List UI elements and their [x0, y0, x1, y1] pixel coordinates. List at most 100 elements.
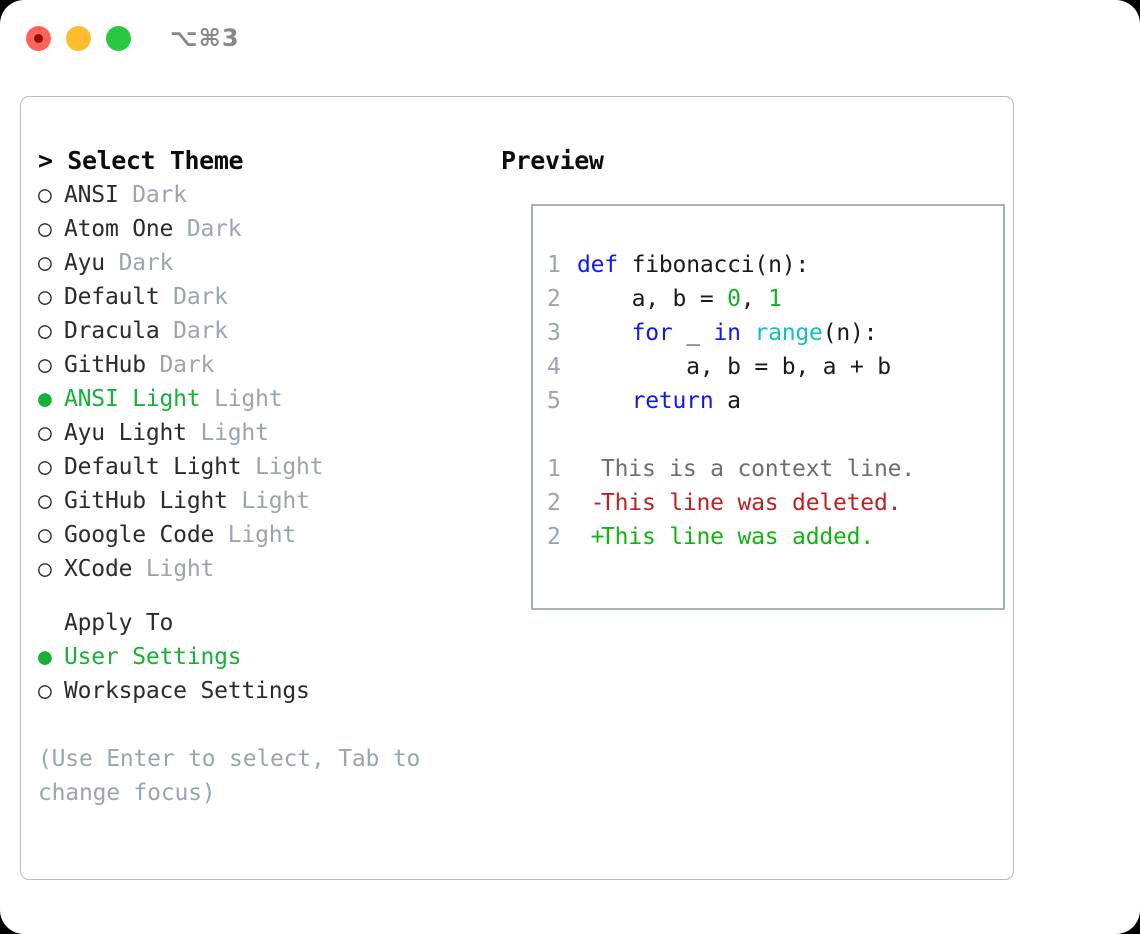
theme-list-item[interactable]: ○ Ayu Light Light: [38, 416, 478, 450]
theme-name: GitHub: [64, 352, 146, 378]
code-preview-area: 1 def fibonacci(n): 2 a, b = 0, 1 3 for _ i…: [547, 248, 997, 554]
code-sample: 1 def fibonacci(n): 2 a, b = 0, 1 3 for _ i…: [547, 248, 997, 418]
theme-list-item[interactable]: ○ GitHub Dark: [38, 348, 478, 382]
apply-to-option[interactable]: ● User Settings: [38, 640, 478, 674]
theme-list-item[interactable]: ○Atom One Dark: [38, 212, 478, 246]
code-token: return: [631, 388, 714, 414]
line-number: 1: [547, 456, 561, 482]
radio-unselected-icon: ○: [38, 182, 52, 208]
theme-list[interactable]: ○ ANSI Dark ○Atom One Dark ○ Ayu Dark ○ Defaul…: [38, 178, 478, 586]
diff-marker: [577, 452, 601, 486]
code-token: [577, 320, 632, 346]
diff-line: 1 This is a context line.: [547, 452, 997, 486]
radio-selected-icon: ●: [38, 644, 52, 670]
code-line: 5 return a: [547, 384, 997, 418]
theme-variant-badge: Dark: [159, 284, 228, 310]
theme-list-item[interactable]: ●ANSI Light Light: [38, 382, 478, 416]
theme-variant-badge: Dark: [118, 182, 187, 208]
code-token: for: [631, 320, 673, 346]
preview-header: Preview: [501, 146, 604, 175]
theme-name: Ayu Light: [64, 420, 187, 446]
theme-list-item[interactable]: ○Dracula Dark: [38, 314, 478, 348]
apply-to-option[interactable]: ○ Workspace Settings: [38, 674, 478, 708]
diff-marker: -: [577, 490, 605, 516]
code-token: a: [713, 388, 741, 414]
apply-to-option-label: User Settings: [64, 644, 242, 670]
radio-unselected-icon: ○: [38, 488, 52, 514]
radio-unselected-icon: ○: [38, 454, 52, 480]
code-token: in: [713, 320, 741, 346]
theme-variant-badge: Light: [227, 488, 310, 514]
line-number: 2: [547, 490, 561, 516]
theme-name: Google Code: [64, 522, 215, 548]
code-token: range: [754, 320, 823, 346]
theme-selector-column: > Select Theme ○ANSI Dark○Atom One Dark○…: [38, 144, 478, 810]
radio-unselected-icon: ○: [38, 250, 52, 276]
code-token: [741, 320, 755, 346]
theme-list-item[interactable]: ○ ANSI Dark: [38, 178, 478, 212]
code-token: 0: [727, 286, 741, 312]
apply-to-heading: Apply To: [64, 610, 174, 636]
theme-list-item[interactable]: ○Google Code Light: [38, 518, 478, 552]
keyboard-shortcut-label: ⌥⌘3: [170, 24, 240, 52]
apply-to-option-label: Workspace Settings: [64, 678, 310, 704]
diff-sample: 1 This is a context line.2 -This line wa…: [547, 452, 997, 554]
theme-list-item[interactable]: ○ Default Light Light: [38, 450, 478, 484]
diff-line: 2 +This line was added.: [547, 520, 997, 554]
code-line: 3 for _ in range(n):: [547, 316, 997, 350]
code-token: def: [577, 252, 618, 278]
radio-unselected-icon: ○: [38, 522, 52, 548]
preview-box: 1 def fibonacci(n): 2 a, b = 0, 1 3 for _ i…: [531, 204, 1005, 610]
theme-variant-badge: Dark: [104, 250, 174, 276]
line-number: 2: [547, 524, 561, 550]
radio-unselected-icon: ○: [38, 284, 52, 310]
code-token: _: [672, 320, 714, 346]
radio-unselected-icon: ○: [38, 556, 52, 582]
code-token: (n):: [822, 320, 878, 346]
theme-name: Dracula: [64, 318, 160, 344]
main-panel: > Select Theme ○ANSI Dark○Atom One Dark○…: [20, 96, 1014, 880]
theme-name: XCode: [64, 556, 133, 582]
theme-variant-badge: Light: [241, 454, 324, 480]
theme-name: ANSI: [64, 182, 119, 208]
theme-name: Ayu: [64, 250, 105, 276]
code-token: ,: [740, 286, 769, 312]
theme-variant-badge: Light: [200, 386, 283, 412]
keyboard-hint-text: (Use Enter to select, Tab to change focu…: [38, 746, 421, 806]
maximize-button[interactable]: [106, 26, 131, 51]
theme-name: Default: [64, 284, 160, 310]
diff-text: This line was deleted.: [601, 490, 902, 516]
diff-marker: +: [577, 524, 605, 550]
theme-variant-badge: Dark: [145, 352, 215, 378]
radio-unselected-icon: ○: [38, 352, 52, 378]
select-theme-header: > Select Theme: [38, 146, 244, 175]
code-line: 1 def fibonacci(n):: [547, 248, 997, 282]
theme-list-item[interactable]: ○ Ayu Dark: [38, 246, 478, 280]
radio-selected-icon: ●: [38, 386, 52, 412]
line-number: 2: [547, 286, 561, 312]
radio-unselected-icon: ○: [38, 678, 52, 704]
theme-variant-badge: Light: [132, 556, 215, 582]
theme-list-item[interactable]: ○ XCode Light: [38, 552, 478, 586]
code-token: fibonacci(n):: [617, 252, 810, 278]
theme-list-item[interactable]: ○ Default Dark: [38, 280, 478, 314]
minimize-button[interactable]: [66, 26, 91, 51]
apply-to-list[interactable]: ● User Settings ○ Workspace Settings: [38, 640, 478, 708]
diff-line: 2 -This line was deleted.: [547, 486, 997, 520]
theme-name: Default Light: [64, 454, 242, 480]
apply-to-section: Apply To ● User Settings ○ Workspace Settin…: [38, 606, 478, 708]
diff-text: This is a context line.: [601, 456, 915, 482]
radio-unselected-icon: ○: [38, 318, 52, 344]
theme-name: GitHub Light: [64, 488, 228, 514]
window-titlebar: ⌥⌘3: [0, 0, 1140, 78]
line-number: 1: [547, 252, 561, 278]
radio-unselected-icon: ○: [38, 420, 52, 446]
line-number: 5: [547, 388, 561, 414]
code-token: a, b =: [577, 286, 728, 312]
diff-text: This line was added.: [601, 524, 874, 550]
line-number: 3: [547, 320, 561, 346]
theme-list-item[interactable]: ○ GitHub Light Light: [38, 484, 478, 518]
theme-variant-badge: Light: [186, 420, 269, 446]
code-token: 1: [768, 286, 782, 312]
